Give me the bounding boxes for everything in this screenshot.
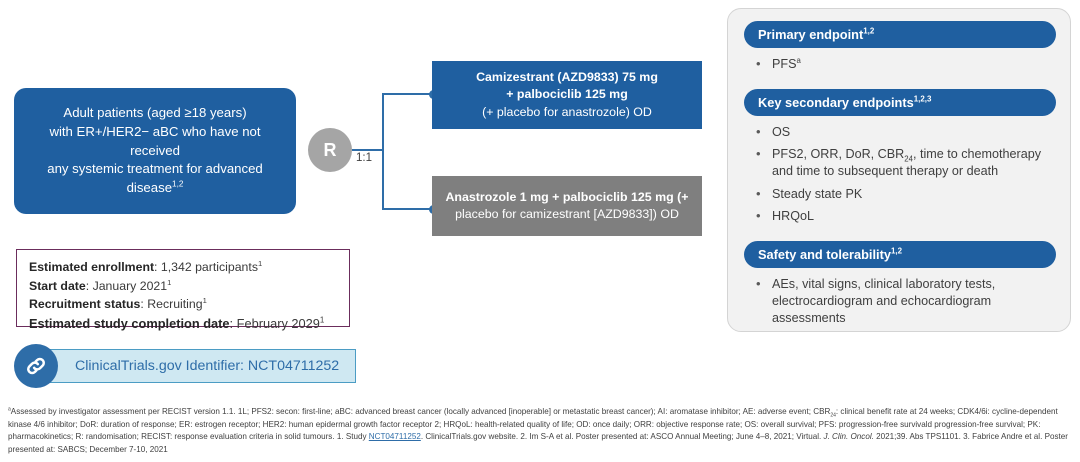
primary-endpoint-footnote-marker: a	[796, 55, 801, 65]
footnote-line-4: website. 2. Im S-A et al. Poster present…	[488, 432, 824, 442]
clinicaltrials-identifier[interactable]: ClinicalTrials.gov Identifier: NCT047112…	[14, 344, 357, 388]
study-details-box: Estimated enrollment: 1,342 participants…	[16, 249, 350, 331]
detail-value-completion-date: February 2029	[236, 316, 320, 332]
secondary-endpoints-list: OS PFS2, ORR, DoR, CBR24, time to chemot…	[744, 122, 1056, 225]
randomisation-node: R	[308, 128, 352, 172]
footnote-marker: a	[8, 406, 11, 413]
footnotes: aAssessed by investigator assessment per…	[8, 406, 1068, 454]
link-icon	[14, 344, 58, 388]
list-item: AEs, vital signs, clinical laboratory te…	[750, 275, 1050, 327]
safety-tolerability-citation: 1,2	[890, 246, 902, 256]
list-item: PFS2, ORR, DoR, CBR24, time to chemother…	[750, 145, 1050, 180]
primary-endpoint-citation: 1,2	[863, 26, 875, 36]
population-box: Adult patients (aged ≥18 years) with ER+…	[14, 88, 296, 214]
list-item: HRQoL	[750, 207, 1050, 225]
footnote-nct-link[interactable]: NCT04711252	[368, 432, 421, 442]
list-item: OS	[750, 123, 1050, 141]
secondary-endpoints-header: Key secondary endpoints1,2,3	[744, 89, 1056, 117]
footnote-line-2: benefit rate at 24 weeks; CDK4/6i: cycli…	[8, 407, 1058, 429]
detail-value-recruitment-status: Recruiting	[147, 297, 203, 312]
detail-row-completion-date: Estimated study completion date: Februar…	[29, 315, 325, 332]
clinicaltrials-identifier-label[interactable]: ClinicalTrials.gov Identifier: NCT047112…	[44, 349, 357, 383]
randomisation-ratio-label: 1:1	[356, 152, 372, 164]
experimental-arm-line-3: (+ placebo for anastrozole) OD	[482, 104, 652, 119]
detail-citation-start-date: 1	[167, 277, 172, 287]
population-line-2: with ER+/HER2− aBC who have not received	[49, 123, 261, 158]
primary-endpoint-header: Primary endpoint1,2	[744, 21, 1056, 48]
comparator-arm-line-1: Anastrozole 1 mg + palbociclib 125 mg (+	[445, 189, 689, 204]
population-citation: 1,2	[172, 179, 184, 189]
detail-row-start-date: Start date: January 20211	[29, 277, 172, 293]
detail-label-completion-date: Estimated study completion date	[29, 316, 230, 332]
comparator-arm-line-2: placebo for camizestrant [AZD9833]) OD	[455, 207, 679, 221]
detail-row-enrollment: Estimated enrollment: 1,342 participants…	[29, 258, 263, 274]
population-line-4: disease1,2	[126, 179, 184, 196]
list-item: PFSa	[750, 55, 1050, 73]
connector-to-comparator-arm	[382, 208, 434, 211]
treatment-arm-comparator: Anastrozole 1 mg + palbociclib 125 mg (+…	[432, 176, 702, 236]
primary-endpoint-list: PFSa	[744, 54, 1056, 73]
population-line-1: Adult patients (aged ≥18 years)	[63, 105, 247, 121]
footnote-journal-name: J. Clin. Oncol.	[823, 432, 874, 442]
population-line-3: any systemic treatment for advanced	[47, 161, 263, 177]
connector-vertical	[382, 93, 385, 210]
experimental-arm-line-2: + palbociclib 125 mg	[506, 87, 628, 102]
detail-citation-enrollment: 1	[257, 258, 263, 268]
footnote-line-1: Assessed by investigator assessment per …	[10, 407, 831, 416]
detail-label-enrollment: Estimated enrollment	[29, 260, 155, 274]
endpoints-panel: Primary endpoint1,2 PFSa Key secondary e…	[727, 8, 1071, 332]
connector-stem	[352, 149, 384, 152]
safety-tolerability-header: Safety and tolerability1,2	[744, 240, 1056, 268]
detail-label-start-date: Start date	[29, 278, 86, 293]
detail-label-recruitment-status: Recruitment status	[29, 297, 141, 312]
detail-citation-recruitment-status: 1	[202, 296, 207, 306]
detail-citation-completion-date: 1	[319, 315, 325, 325]
footnote-line-3: objective response rate; OS: overall sur…	[8, 419, 1041, 442]
detail-row-recruitment-status: Recruitment status: Recruiting1	[29, 296, 207, 312]
detail-value-enrollment: 1,342 participants	[160, 260, 258, 274]
list-item: Steady state PK	[750, 184, 1050, 203]
secondary-endpoints-citation: 1,2,3	[913, 94, 932, 104]
connector-to-experimental-arm	[382, 93, 434, 96]
treatment-arm-experimental: Camizestrant (AZD9833) 75 mg + palbocicl…	[432, 61, 702, 129]
safety-tolerability-list: AEs, vital signs, clinical laboratory te…	[744, 274, 1056, 327]
detail-value-start-date: January 2021	[92, 278, 168, 293]
experimental-arm-line-1: Camizestrant (AZD9833) 75 mg	[476, 70, 658, 85]
